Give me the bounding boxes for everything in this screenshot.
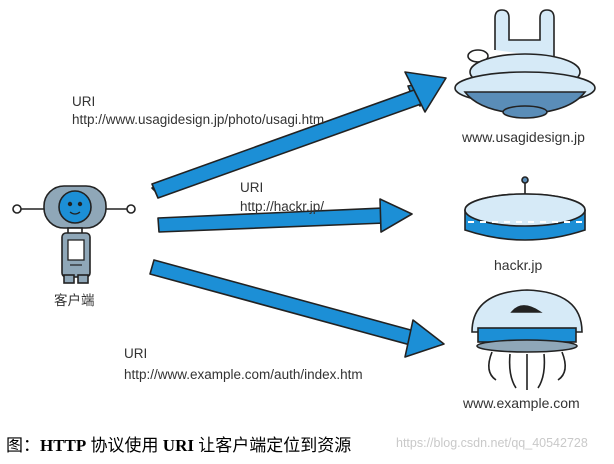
watermark: https://blog.csdn.net/qq_40542728 — [396, 436, 588, 450]
caption-bold-http: HTTP — [40, 436, 87, 455]
arrow-to-example — [149, 259, 445, 358]
uri-label-1: URI — [72, 94, 95, 109]
uri-text-3: http://www.example.com/auth/index.htm — [124, 367, 363, 382]
host-label-example: www.example.com — [462, 395, 580, 411]
host-label-hackr: hackr.jp — [494, 257, 542, 273]
client-robot-icon — [12, 185, 136, 284]
uri-text-2: http://hackr.jp/ — [240, 199, 324, 214]
uri-label-2: URI — [240, 180, 263, 195]
figure-caption: 图：HTTP 协议使用 URI 让客户端定位到资源 — [6, 431, 351, 456]
uri-text-1: http://www.usagidesign.jp/photo/usagi.ht… — [72, 112, 324, 127]
caption-mid-1: 协议使用 — [86, 436, 163, 455]
hackr-server-icon — [464, 176, 586, 241]
arrow-to-usagidesign — [151, 71, 447, 199]
usagidesign-server-icon — [454, 9, 596, 119]
example-server-icon — [471, 289, 583, 390]
host-label-usagidesign: www.usagidesign.jp — [461, 129, 585, 145]
caption-prefix: 图： — [6, 436, 40, 455]
arrow-to-hackr — [157, 198, 413, 233]
caption-bold-uri: URI — [162, 436, 194, 455]
uri-label-3: URI — [124, 346, 147, 361]
client-label: 客户端 — [54, 292, 95, 308]
caption-mid-2: 让客户端定位到资源 — [193, 436, 352, 455]
